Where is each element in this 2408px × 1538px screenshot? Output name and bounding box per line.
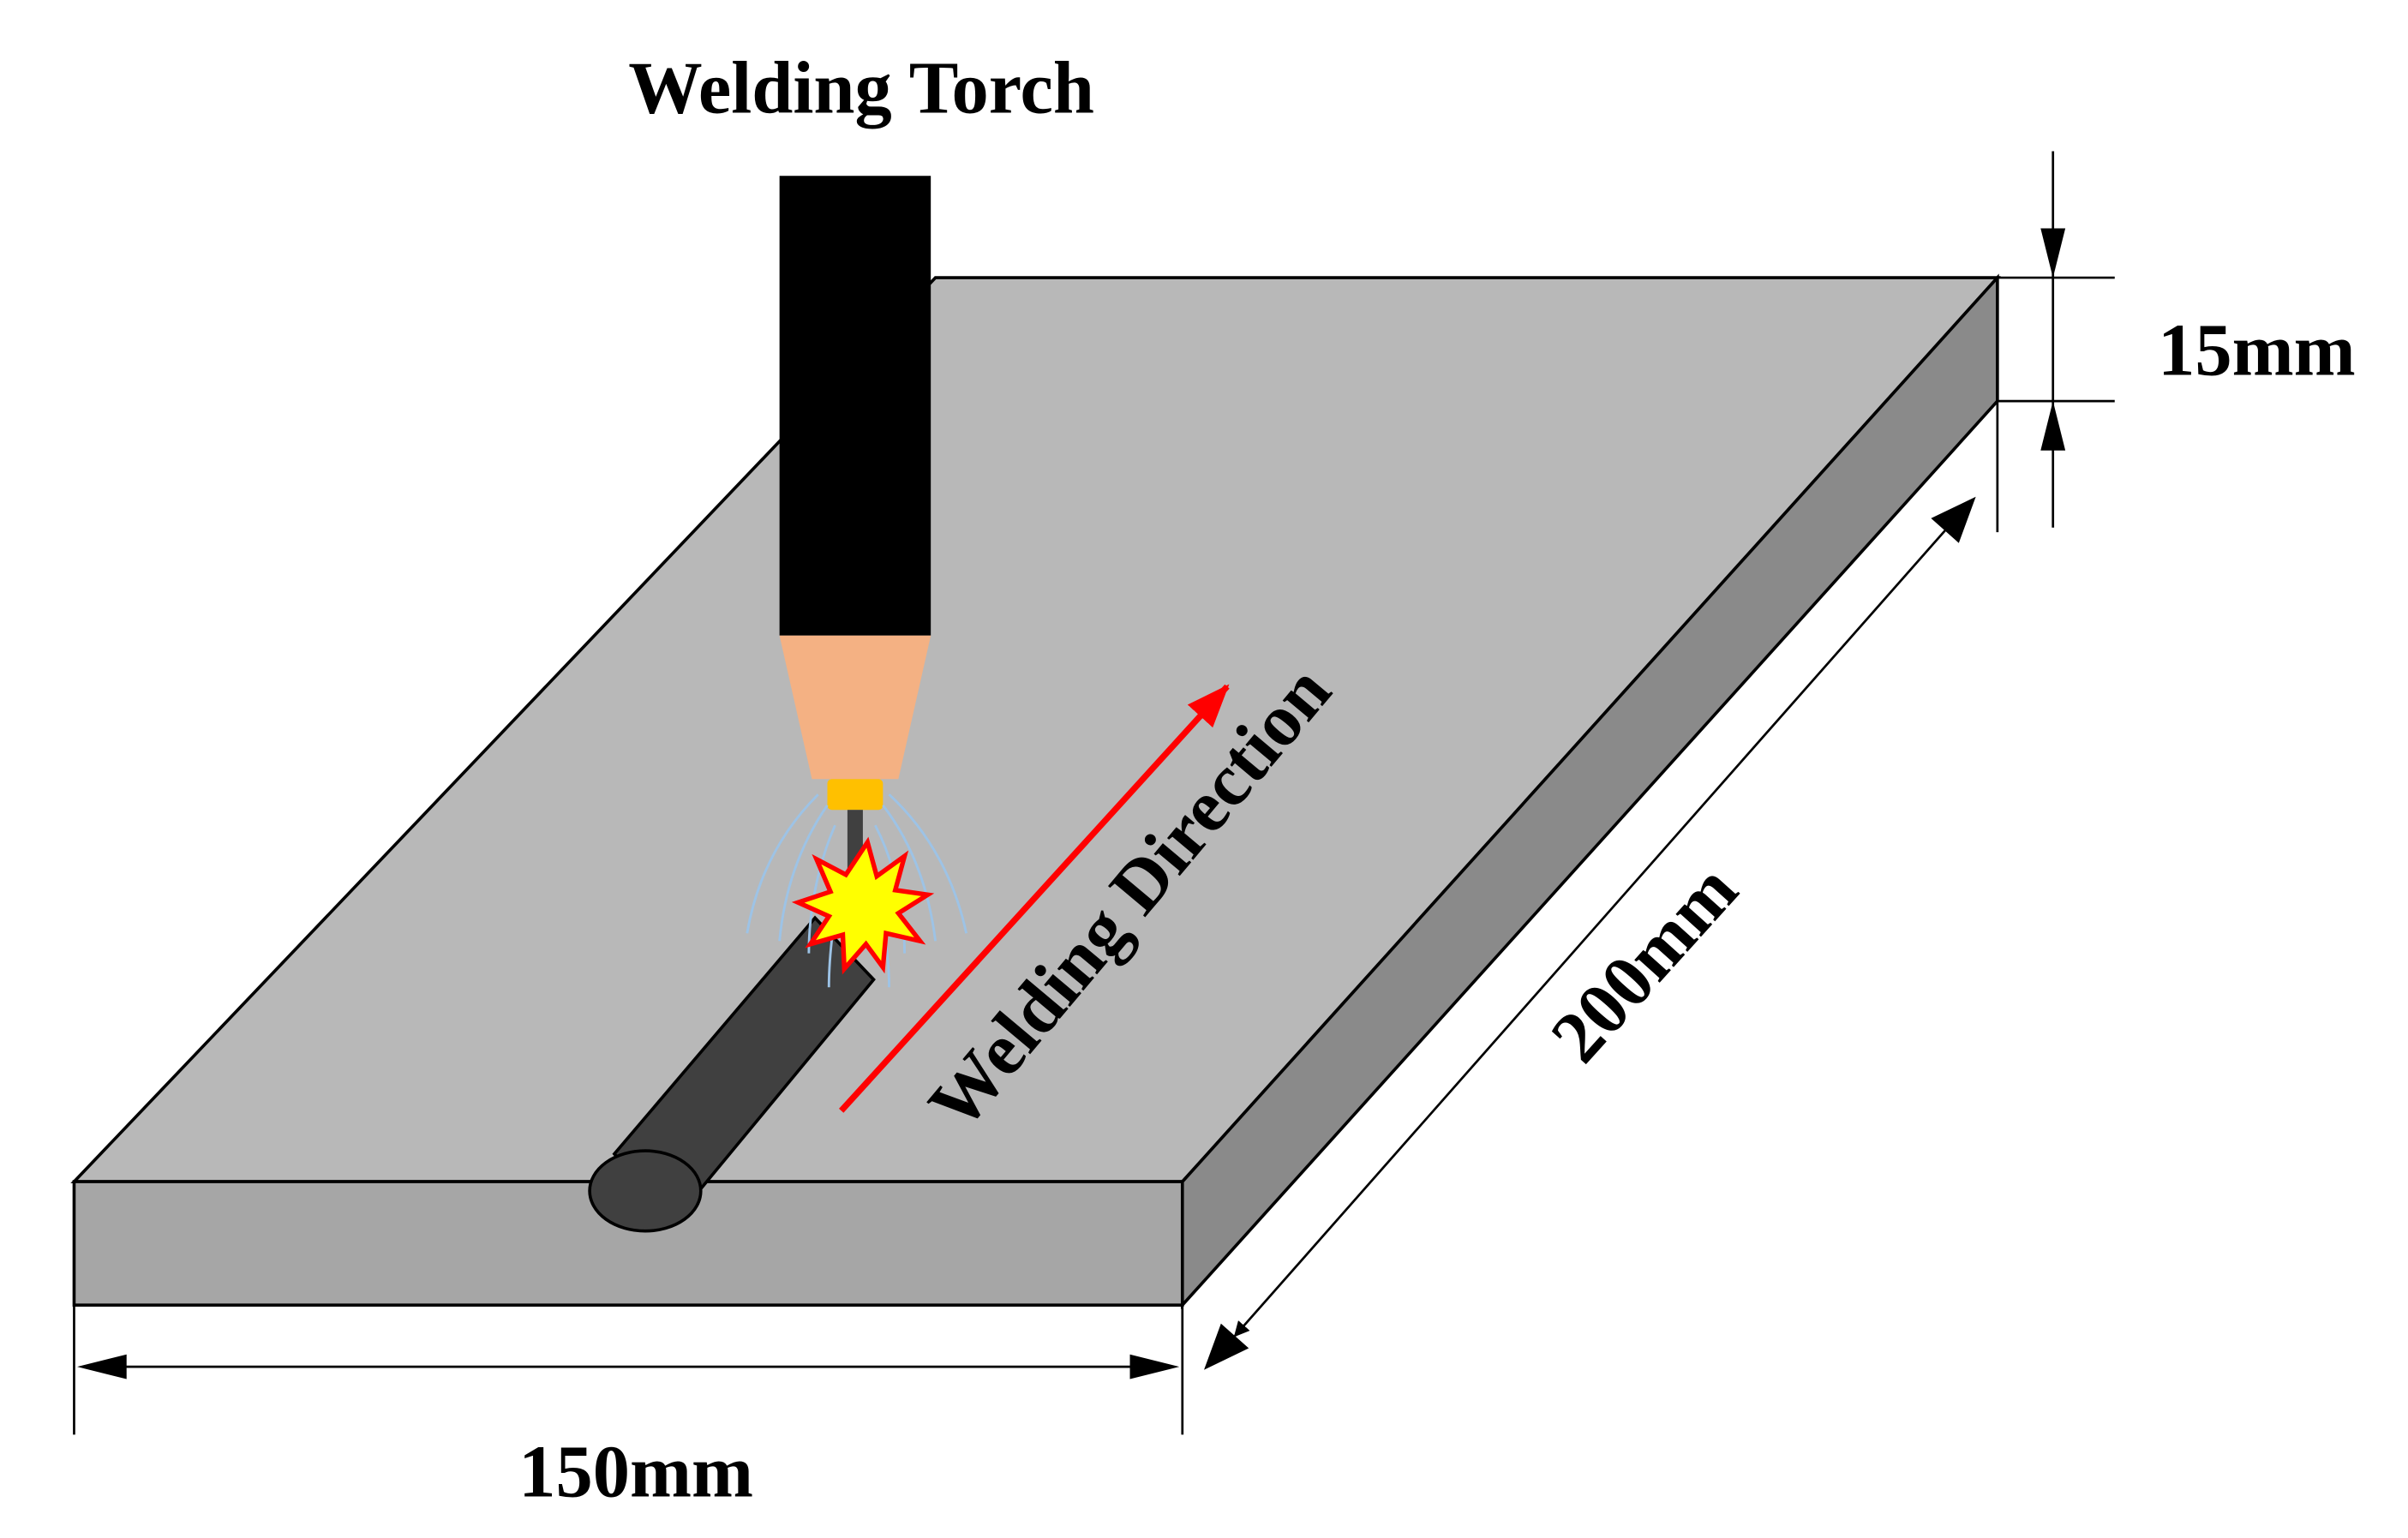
length-label: 200mm — [1535, 848, 1753, 1078]
weld-bead-end — [588, 1149, 703, 1233]
weld-bead — [588, 915, 876, 1233]
arrowhead — [1931, 496, 1976, 543]
dimension-line — [1233, 515, 1961, 1338]
arc-burst-icon — [791, 836, 935, 975]
width-label: 150mm — [518, 1430, 753, 1512]
torch-nozzle — [779, 635, 931, 780]
gas-line — [746, 793, 819, 934]
steel-plate — [70, 273, 2001, 1309]
arrowhead — [2040, 228, 2066, 278]
gas-line — [778, 804, 829, 942]
thickness-label: 15mm — [2158, 309, 2356, 392]
arrowhead — [77, 1354, 127, 1379]
contact-tip — [827, 779, 884, 811]
gas-line — [807, 824, 836, 954]
gas-line — [888, 793, 968, 934]
width-dimension — [73, 1305, 1184, 1435]
shield-gas-lines — [746, 793, 968, 988]
thickness-dimension — [1996, 151, 2115, 533]
torch-body — [779, 176, 931, 636]
gas-line — [882, 804, 937, 942]
arrowhead — [1129, 1354, 1180, 1379]
length-dimension — [1204, 496, 1976, 1370]
welding-direction-arrow — [839, 684, 1230, 1113]
arrowhead — [1204, 1323, 1249, 1370]
welding-torch-label: Welding Torch — [628, 46, 1094, 129]
welding-torch — [779, 176, 931, 872]
arrowhead — [2040, 401, 2066, 451]
